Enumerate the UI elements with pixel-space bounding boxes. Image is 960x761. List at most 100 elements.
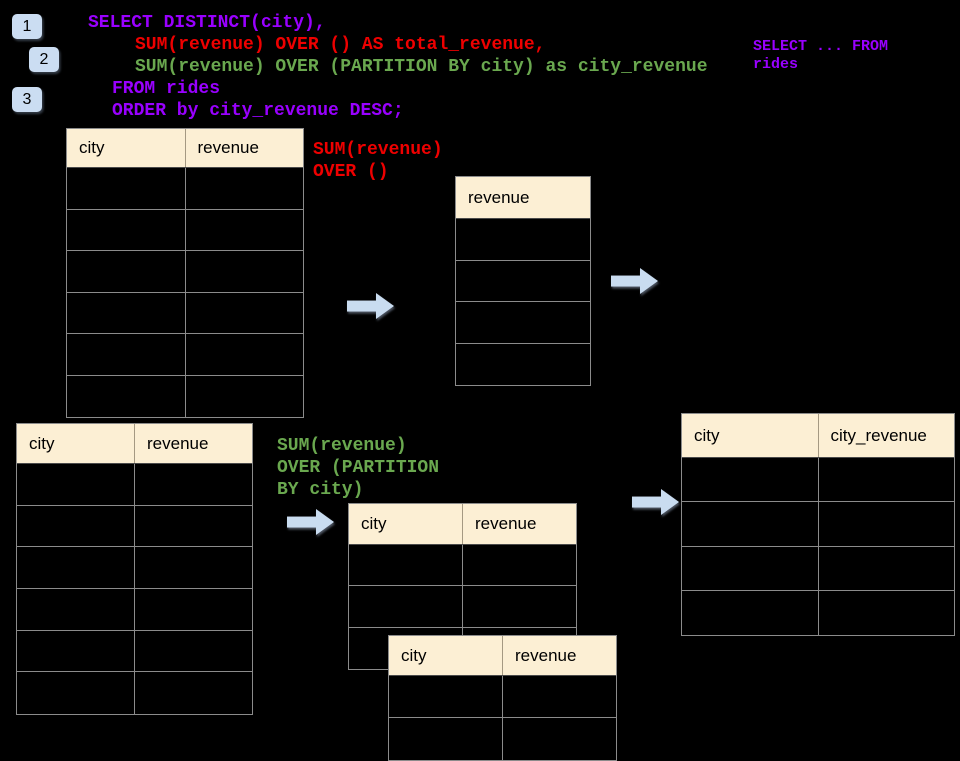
table-row bbox=[17, 464, 252, 506]
table-row bbox=[682, 502, 955, 547]
table-row bbox=[456, 344, 590, 386]
table-cell bbox=[682, 502, 819, 546]
table-total-result: revenue bbox=[455, 176, 591, 386]
column-header-revenue: revenue bbox=[515, 645, 577, 665]
table-row bbox=[17, 547, 252, 590]
table-header-row: city revenue bbox=[349, 504, 576, 545]
table-cell bbox=[819, 591, 955, 635]
table-cell bbox=[135, 506, 252, 547]
table-partition-result: city revenue bbox=[388, 635, 617, 761]
table-row bbox=[456, 302, 590, 344]
column-header-city: city bbox=[17, 424, 135, 463]
sql-line-partition: SUM(revenue) OVER (PARTITION BY city) as… bbox=[135, 57, 708, 77]
table-header-row: city revenue bbox=[17, 424, 252, 464]
table-row bbox=[67, 209, 304, 251]
table-row bbox=[17, 672, 252, 715]
column-header-revenue: revenue bbox=[475, 514, 537, 533]
table-cell bbox=[135, 547, 252, 588]
sql-line-order: ORDER by city_revenue DESC; bbox=[112, 101, 404, 121]
table-cell bbox=[456, 344, 590, 386]
table-cell bbox=[819, 502, 955, 545]
table-row bbox=[389, 676, 616, 718]
sql-line-total: SUM(revenue) OVER () AS total_revenue, bbox=[135, 35, 546, 55]
column-header-revenue: revenue bbox=[197, 138, 259, 157]
table-cell bbox=[135, 672, 252, 714]
table-partition-input: city revenue bbox=[348, 503, 577, 670]
table-row bbox=[682, 546, 955, 591]
table-cell bbox=[349, 545, 463, 586]
arrow-source-to-partition-icon bbox=[287, 509, 334, 535]
column-header-city: city bbox=[389, 636, 503, 675]
annotation-partition-line-3: BY city) bbox=[277, 480, 364, 500]
table-cell bbox=[186, 210, 304, 251]
step-badge-2: 2 bbox=[29, 47, 59, 72]
table-row bbox=[17, 589, 252, 631]
table-cell bbox=[186, 293, 304, 334]
table-cell bbox=[503, 718, 616, 760]
table-row bbox=[17, 505, 252, 548]
column-header-city_revenue: city_revenue bbox=[830, 425, 927, 445]
table-row bbox=[682, 590, 955, 636]
table-cell bbox=[67, 209, 186, 250]
table-source-top: city revenue bbox=[66, 128, 304, 418]
table-cell bbox=[17, 464, 135, 505]
step-badge-3: 3 bbox=[12, 87, 42, 112]
table-row bbox=[456, 219, 590, 261]
table-cell bbox=[349, 586, 463, 627]
annotation-partition-line-1: SUM(revenue) bbox=[277, 436, 407, 456]
step-badge-1: 1 bbox=[12, 14, 42, 39]
table-cell bbox=[682, 546, 819, 590]
annotation-total-line-1: SUM(revenue) bbox=[313, 140, 443, 160]
column-header-revenue: revenue bbox=[147, 433, 209, 453]
table-cell bbox=[17, 672, 135, 715]
table-cell bbox=[67, 375, 186, 417]
table-cell bbox=[186, 251, 304, 292]
arrow-total-onward-icon bbox=[611, 268, 658, 294]
table-cell bbox=[186, 334, 304, 375]
table-cell bbox=[17, 505, 135, 547]
table-cell bbox=[819, 458, 955, 501]
table-cell bbox=[67, 168, 186, 209]
table-cell bbox=[17, 589, 135, 630]
table-cell bbox=[463, 545, 576, 585]
table-row bbox=[682, 458, 955, 503]
side-note-line-2: rides bbox=[753, 56, 799, 73]
table-cell bbox=[17, 547, 135, 589]
table-cell bbox=[463, 586, 576, 626]
table-cell bbox=[17, 630, 135, 672]
table-row bbox=[67, 375, 304, 418]
sql-line-select: SELECT DISTINCT(city), bbox=[88, 13, 326, 33]
table-row bbox=[389, 718, 616, 760]
table-cell bbox=[135, 631, 252, 672]
arrow-source-to-total-icon bbox=[347, 293, 394, 319]
table-header-row: revenue bbox=[456, 177, 590, 219]
table-cell bbox=[682, 458, 819, 502]
table-cell bbox=[503, 676, 616, 717]
column-header-revenue: revenue bbox=[468, 187, 530, 207]
column-header-city: city bbox=[349, 504, 463, 544]
table-row bbox=[67, 251, 303, 293]
table-final-result: city city_revenue bbox=[681, 413, 955, 637]
table-cell bbox=[819, 547, 955, 590]
table-cell bbox=[67, 251, 186, 292]
column-header-city: city bbox=[682, 414, 819, 457]
table-row bbox=[349, 586, 576, 628]
table-row bbox=[67, 292, 304, 334]
table-cell bbox=[456, 302, 590, 343]
table-cell bbox=[389, 676, 503, 717]
table-cell bbox=[682, 590, 819, 636]
annotation-partition-line-2: OVER (PARTITION bbox=[277, 458, 440, 478]
column-header-city: city bbox=[67, 129, 186, 167]
table-cell bbox=[135, 464, 252, 505]
table-cell bbox=[67, 334, 186, 375]
table-header-row: city revenue bbox=[67, 129, 303, 168]
table-cell bbox=[456, 219, 590, 260]
table-row bbox=[67, 168, 303, 210]
table-cell bbox=[67, 292, 186, 333]
table-cell bbox=[135, 589, 252, 630]
table-row bbox=[67, 334, 303, 376]
table-cell bbox=[186, 376, 304, 418]
table-source-bottom: city revenue bbox=[16, 423, 253, 716]
annotation-total-line-2: OVER () bbox=[313, 162, 389, 182]
side-note-line-1: SELECT ... FROM bbox=[753, 38, 889, 55]
